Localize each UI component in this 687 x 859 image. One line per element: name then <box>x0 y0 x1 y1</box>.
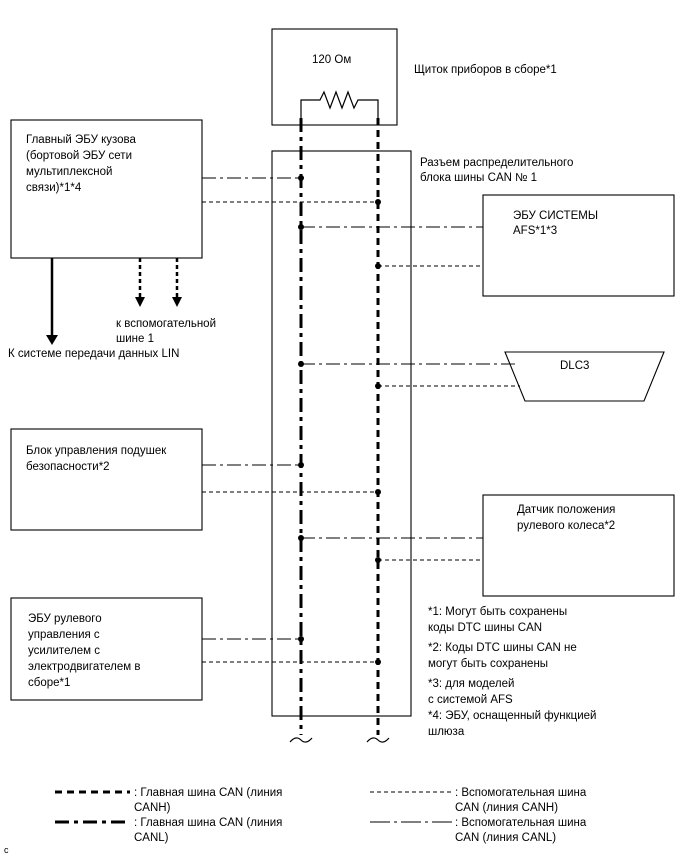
junction-dot <box>298 175 304 181</box>
junction-connector-box <box>271 150 412 717</box>
junction-dot <box>298 462 304 468</box>
combination-meter-label: Щиток приборов в сборе*1 <box>414 64 557 76</box>
sub-bus-label: к вспомогательной шине 1 <box>116 318 219 345</box>
steering-sensor-box <box>482 494 675 597</box>
junction-dot <box>298 224 304 230</box>
junction-dot <box>375 263 381 269</box>
lin-label: К системе передачи данных LIN <box>8 348 179 360</box>
junction-dot <box>298 361 304 367</box>
eps-ecu-box <box>10 597 203 701</box>
main-body-ecu-label: Главный ЭБУ кузова (бортовой ЭБУ сети му… <box>26 134 139 194</box>
sub-bus-arrow-head-2 <box>172 297 182 307</box>
afs-ecu-label: ЭБУ СИСТЕМЫ AFS*1*3 <box>513 210 601 237</box>
footnotes: *1: Могут быть сохранены коды DTC шины C… <box>428 606 600 738</box>
terminator-resistor <box>300 90 379 118</box>
main-body-ecu-box <box>10 119 203 259</box>
lin-arrow-head <box>46 335 58 345</box>
airbag-sensor-box <box>10 428 203 531</box>
legend-canl-sub-label: : Вспомогательная шина CAN (линия CANL) <box>455 817 589 844</box>
dlc3-connector <box>504 351 665 402</box>
afs-ecu-box <box>482 194 675 297</box>
steering-sensor-label: Датчик положения рулевого колеса*2 <box>517 504 619 532</box>
junction-dot <box>298 636 304 642</box>
junction-dot <box>375 383 381 389</box>
junction-dot <box>375 199 381 205</box>
dlc3-label: DLC3 <box>560 360 589 372</box>
corner-mark: c <box>4 845 9 855</box>
airbag-sensor-label: Блок управления подушек безопасности*2 <box>26 445 169 473</box>
junction-dot <box>375 557 381 563</box>
resistor-label: 120 Ом <box>312 54 351 66</box>
combination-meter-box <box>271 28 398 126</box>
junction-dot <box>298 535 304 541</box>
break-mark-left <box>289 737 313 743</box>
legend-canh-main-label: : Главная шина CAN (линия CANH) <box>134 787 286 814</box>
junction-dot <box>375 489 381 495</box>
sub-bus-arrow-head-1 <box>135 297 145 307</box>
break-mark-right <box>366 737 390 743</box>
legend-canl-main-label: : Главная шина CAN (линия CANL) <box>134 817 286 844</box>
junction-connector-label: Разъем распределительного блока шины CAN… <box>420 157 577 184</box>
legend-canh-sub-label: : Вспомогательная шина CAN (линия CANH) <box>455 787 589 814</box>
junction-dot <box>375 659 381 665</box>
eps-ecu-label: ЭБУ рулевого управления с усилителем с э… <box>28 613 144 689</box>
